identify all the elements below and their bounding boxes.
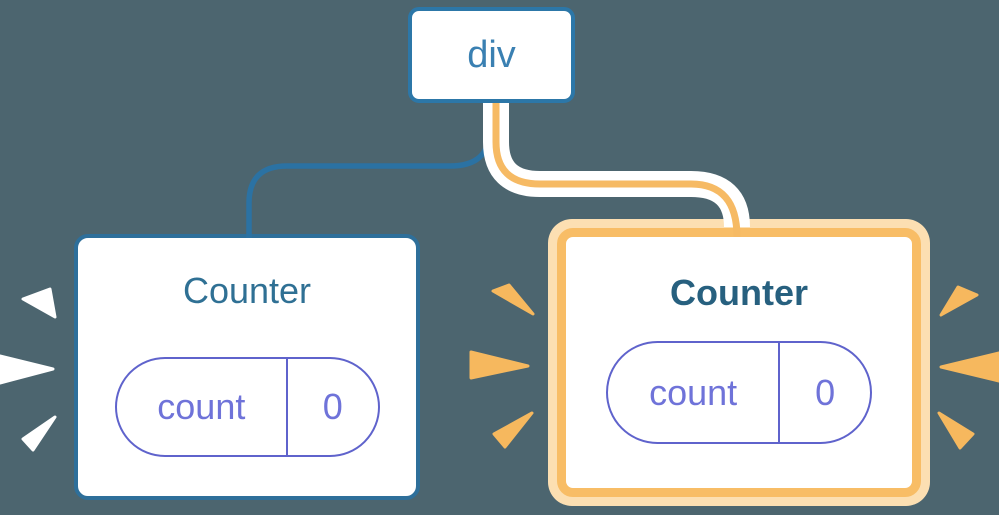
state-pill-wrap: count 0	[114, 357, 380, 457]
counter-card-right: Counter count 0	[557, 228, 921, 497]
root-node-label: div	[467, 33, 516, 76]
burst-ray	[469, 350, 530, 380]
connector-orange	[492, 98, 741, 238]
burst-ray	[939, 351, 999, 383]
root-node-div: div	[408, 7, 575, 103]
burst-group-middle	[469, 283, 535, 449]
state-pill: count 0	[606, 341, 872, 444]
burst-ray	[939, 285, 979, 317]
burst-ray	[21, 415, 57, 452]
burst-ray	[21, 287, 57, 319]
connector-highlight-casing	[483, 98, 750, 228]
burst-ray	[491, 283, 535, 316]
state-value: 0	[286, 359, 377, 455]
burst-group-right	[937, 285, 999, 450]
counter-title: Counter	[182, 270, 312, 311]
burst-ray	[937, 411, 975, 450]
connector-blue	[246, 98, 492, 238]
counter-title: Counter	[670, 272, 808, 313]
counter-card-left: Counter count 0	[74, 234, 420, 500]
state-key-label: count	[157, 386, 246, 427]
burst-group-left	[0, 287, 57, 452]
burst-ray	[492, 411, 534, 449]
state-value: 0	[778, 343, 870, 442]
counter-card-right-highlight-ring: Counter count 0	[548, 219, 930, 506]
state-key-label: count	[649, 371, 738, 413]
burst-ray	[0, 354, 55, 385]
state-pill: count 0	[114, 357, 380, 457]
